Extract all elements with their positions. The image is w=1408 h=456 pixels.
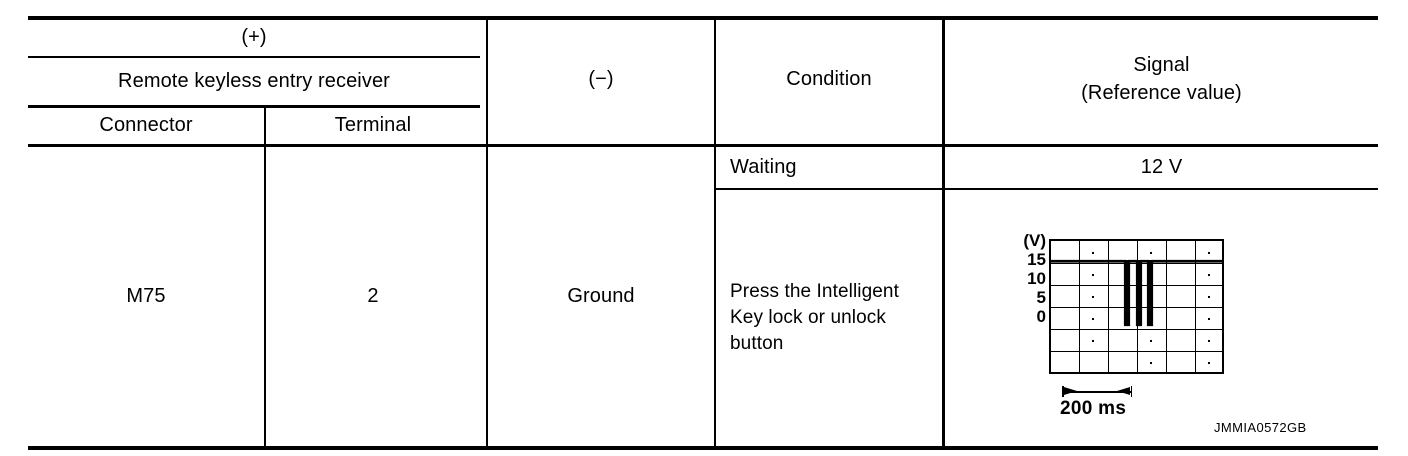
scope-dot (1092, 296, 1094, 298)
waveform-y-tick-15: 15 (1027, 250, 1046, 269)
divider-positive-negative (486, 16, 488, 446)
scope-dot (1208, 296, 1210, 298)
gridline-v-2 (1108, 241, 1109, 372)
header-terminal: Terminal (266, 108, 480, 144)
scope-dot (1208, 340, 1210, 342)
arrow-left-icon (1117, 387, 1130, 395)
scope-dot (1092, 340, 1094, 342)
scope-dot (1208, 318, 1210, 320)
scope-dot (1092, 318, 1094, 320)
header-positive: (+) (28, 20, 480, 56)
signal-waiting-value: 12 V (1140, 155, 1183, 178)
header-condition: Condition (716, 16, 942, 144)
waveform-y-tick-10: 10 (1027, 269, 1046, 288)
header-condition-label: Condition (786, 68, 872, 91)
negative-value: Ground (567, 284, 635, 307)
gridline-v-4 (1166, 241, 1167, 372)
scope-dot (1150, 362, 1152, 364)
figure-image-code: JMMIA0572GB (1214, 420, 1307, 435)
scope-dot (1150, 252, 1152, 254)
header-signal: Signal (Reference value) (945, 16, 1378, 144)
header-rule-plus (28, 56, 480, 58)
header-negative: (−) (488, 16, 714, 144)
connector-value: M75 (126, 284, 166, 307)
header-connector: Connector (28, 108, 264, 144)
condition-waiting-label: Waiting (730, 155, 797, 178)
scope-dot (1092, 252, 1094, 254)
waveform-figure: (V) 15 10 5 0 (1004, 228, 1344, 443)
waveform-y-axis: (V) 15 10 5 0 (1004, 232, 1046, 327)
divider-connector-terminal (264, 105, 266, 446)
header-negative-label: (−) (588, 68, 614, 91)
waveform-svg (1051, 259, 1222, 327)
scope-dot (1150, 340, 1152, 342)
gridline-h-4 (1051, 329, 1222, 330)
waveform-time-span-arrow (1062, 386, 1132, 397)
header-rule-component (28, 105, 480, 108)
header-signal-label-line2: (Reference value) (1081, 82, 1242, 104)
waveform-y-unit: (V) (1023, 231, 1046, 250)
header-positive-label: (+) (241, 26, 267, 49)
scope-dot (1208, 252, 1210, 254)
header-component-label: Remote keyless entry receiver (118, 69, 390, 92)
scope-dot (1092, 274, 1094, 276)
terminal-value: 2 (367, 284, 379, 307)
header-component: Remote keyless entry receiver (28, 58, 480, 105)
cell-condition-waiting: Waiting (730, 147, 942, 188)
cell-terminal-value: 2 (266, 147, 480, 446)
waveform-grid (1049, 239, 1224, 374)
header-signal-label-line1: Signal (1133, 54, 1190, 77)
cell-condition-button-press: Press the Intelligent Key lock or unlock… (730, 190, 944, 446)
header-connector-label: Connector (99, 114, 193, 137)
scope-dot (1208, 274, 1210, 276)
time-span-bar (1062, 391, 1132, 393)
waveform-trace (1051, 241, 1222, 372)
gridline-v-5 (1195, 241, 1196, 372)
row-rule-waiting-bottom (715, 188, 1378, 190)
header-terminal-label: Terminal (334, 114, 412, 137)
waveform-y-tick-5: 5 (1036, 288, 1046, 307)
header-bottom-border (28, 144, 1378, 147)
gridline-v-1 (1079, 241, 1080, 372)
cell-connector-value: M75 (28, 147, 264, 446)
cell-signal-waiting: 12 V (945, 147, 1378, 188)
divider-condition-signal (942, 16, 945, 446)
arrow-right-icon (1064, 387, 1077, 395)
cell-negative-value: Ground (488, 147, 714, 446)
scope-dot (1208, 362, 1210, 364)
divider-negative-condition (714, 16, 716, 446)
table-bottom-border (28, 446, 1378, 450)
table-top-border (28, 16, 1378, 20)
waveform-time-label: 200 ms (1060, 398, 1127, 419)
waveform-y-tick-0: 0 (1036, 307, 1046, 326)
gridline-h-5 (1051, 351, 1222, 352)
condition-button-press-label: Press the Intelligent Key lock or unlock… (730, 280, 899, 355)
